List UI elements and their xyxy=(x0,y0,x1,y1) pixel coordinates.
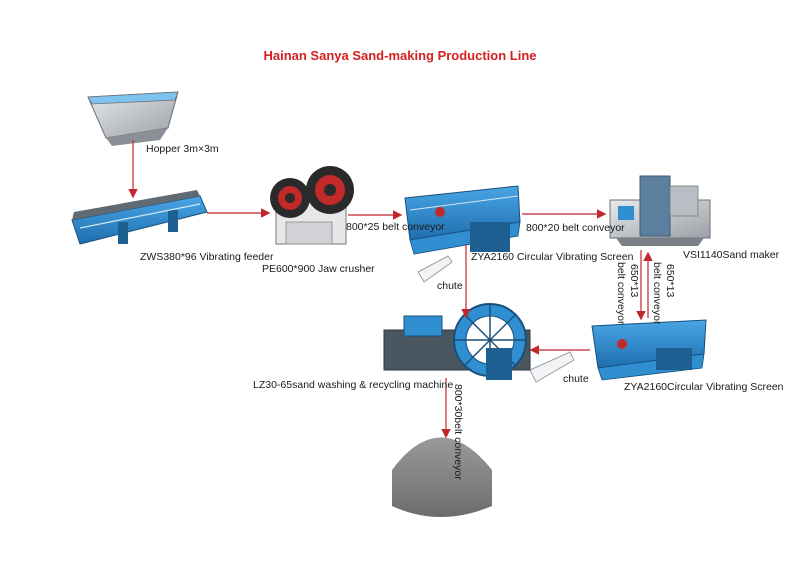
belt-3a-label: 650*13 xyxy=(628,264,640,298)
vibrating-feeder-machine xyxy=(71,190,208,245)
diagram-title: Hainan Sanya Sand-making Production Line xyxy=(263,48,537,63)
chute-2-label: chute xyxy=(563,373,589,385)
screen-2-label: ZYA2160Circular Vibrating Screen xyxy=(624,381,784,393)
hopper-machine xyxy=(87,91,179,146)
sand-washer-machine xyxy=(383,303,531,380)
sand-maker-label: VSI1140Sand maker xyxy=(683,249,780,261)
belt-3b-label: 650*13 xyxy=(664,264,676,298)
flow-arrows xyxy=(128,140,653,439)
sand-maker-machine xyxy=(609,175,711,246)
belt-3b-sublabel: belt conveyor xyxy=(651,262,663,325)
belt-2-label: 800*20 belt conveyor xyxy=(526,222,625,234)
jaw-crusher-label: PE600*900 Jaw crusher xyxy=(262,263,375,275)
vibrating-screen-1-machine xyxy=(404,185,521,255)
vibrating-screen-2-machine xyxy=(591,319,707,381)
belt-1-label: 800*25 belt conveyor xyxy=(346,221,445,233)
washer-label: LZ30-65sand washing & recycling machine xyxy=(253,379,454,391)
chute-1-label: chute xyxy=(437,280,463,292)
screen-1-label: ZYA2160 Circular Vibrating Screen xyxy=(471,251,634,263)
feeder-label: ZWS380*96 Vibrating feeder xyxy=(140,251,274,263)
belt-4-label: 800*30belt conveyor xyxy=(452,384,464,480)
hopper-label: Hopper 3m×3m xyxy=(146,143,219,155)
jaw-crusher-machine xyxy=(270,166,354,245)
chute-1-shape xyxy=(417,255,453,283)
chute-2-shape xyxy=(529,351,575,383)
sand-pile-shape xyxy=(392,437,492,517)
belt-3a-sublabel: belt conveyor xyxy=(615,262,627,325)
